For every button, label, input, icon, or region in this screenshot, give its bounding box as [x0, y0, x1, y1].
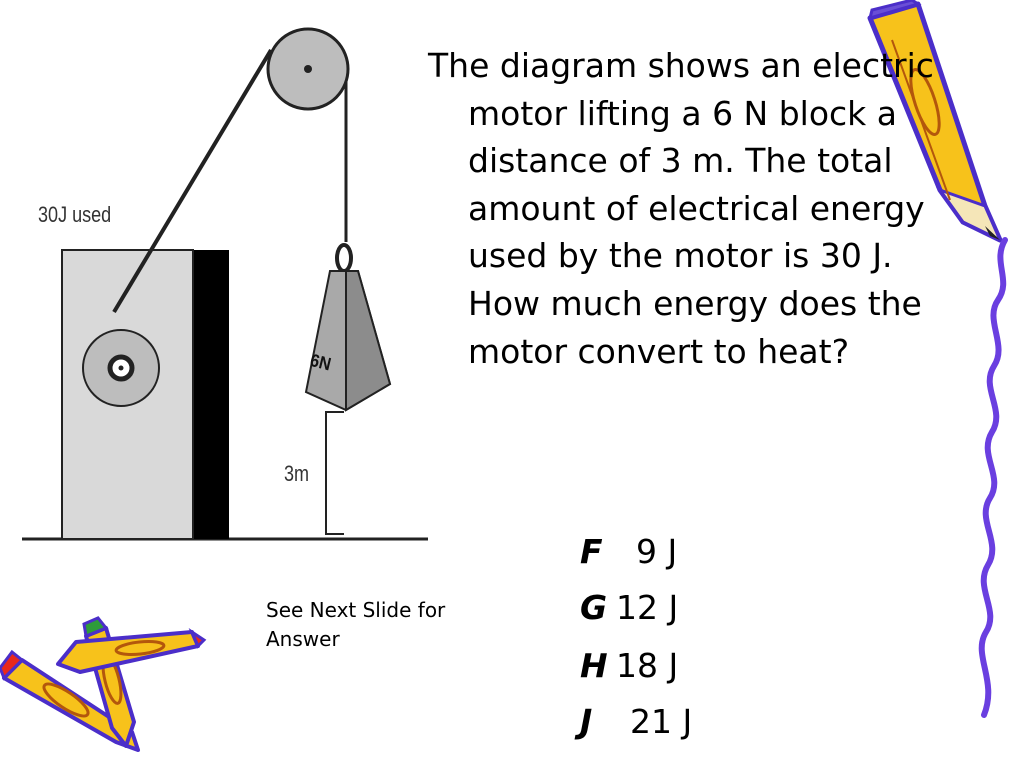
option-letter: H	[580, 646, 608, 685]
question-text: The diagram shows an electric motor lift…	[428, 46, 934, 371]
motor-axle-dot	[118, 365, 124, 371]
option-j: J 21 J	[580, 702, 760, 742]
option-value: 12 J	[616, 588, 679, 627]
option-value: 9 J	[636, 532, 678, 571]
rope-motor-to-pulley	[112, 48, 273, 314]
see-next-slide-note: See Next Slide for Answer	[266, 598, 446, 651]
option-value: 21 J	[630, 702, 693, 741]
option-letter: G	[580, 588, 608, 627]
top-pulley-axle	[304, 65, 312, 73]
option-value: 18 J	[616, 646, 679, 685]
option-letter: F	[580, 532, 603, 571]
weight-block-shade	[345, 270, 392, 412]
height-label: 3m	[284, 461, 310, 486]
motor-pulley-diagram	[22, 27, 428, 541]
wavy-line-decoration	[978, 237, 1008, 718]
crossed-pencils-icon	[0, 616, 207, 752]
option-f: F 9 J	[580, 532, 760, 572]
height-marker	[325, 411, 344, 535]
hook-ring	[335, 243, 353, 273]
motor-box-shadow	[192, 250, 229, 539]
energy-used-label: 30J used	[38, 202, 112, 227]
option-letter: J	[580, 702, 593, 741]
